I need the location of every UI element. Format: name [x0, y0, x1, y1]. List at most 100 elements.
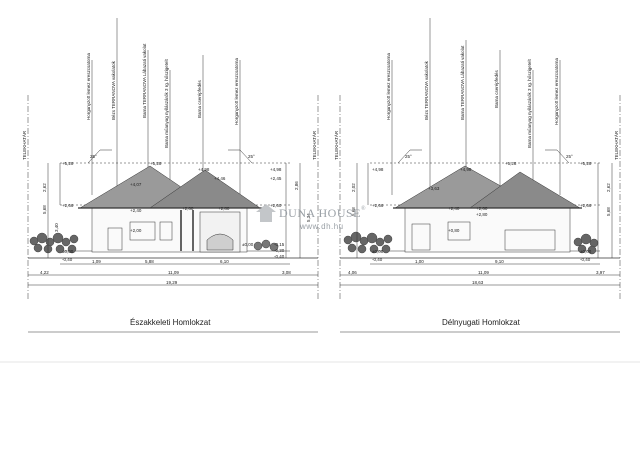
- level-label: ±0,00: [242, 242, 254, 247]
- callout-text: Horganyzott lemez ereszcsatorna: [554, 57, 559, 125]
- elevation-right: [339, 18, 621, 300]
- height-dim: 5,68: [351, 207, 356, 216]
- boundary-label: TELEKHATÁR: [333, 130, 339, 160]
- level-label: ±0,00: [62, 249, 74, 254]
- boundary-label: TELEKHATÁR: [613, 130, 619, 160]
- level-label: +5,28: [505, 161, 517, 166]
- width-dim: 4,22: [40, 270, 49, 275]
- callout-text: Horganyzott lemez ereszcsatorna: [234, 57, 239, 125]
- level-label: +4,98: [460, 167, 472, 172]
- elevation-caption-northeast: Északkeleti Homlokzat: [130, 318, 211, 327]
- height-dim: 2,62: [606, 183, 611, 192]
- callout-text: Barna cserépfedés: [494, 69, 499, 108]
- level-label: -0,40: [274, 254, 285, 259]
- hedge: [343, 231, 393, 254]
- roof-pitch: 25°: [248, 154, 255, 159]
- level-label: +2,45: [270, 176, 282, 181]
- level-label: +4,98: [270, 167, 282, 172]
- elevation-left: [27, 18, 319, 300]
- pitch-marker: [545, 149, 570, 164]
- hedge: [573, 233, 599, 255]
- level-label: +2,40: [448, 206, 460, 211]
- level-label: +2,60: [182, 206, 194, 211]
- height-dim: 5,68: [606, 207, 611, 216]
- width-dim: 4,06: [348, 270, 357, 275]
- roof-pitch: 25°: [566, 154, 573, 159]
- level-label: -0,40: [62, 257, 73, 262]
- watermark-registered: ®: [361, 206, 367, 212]
- width-dim: 3,97: [596, 270, 605, 275]
- window: [129, 221, 156, 241]
- width-dim: 6,10: [220, 259, 229, 264]
- boundary-label: TELEKHATÁR: [311, 130, 317, 160]
- height-dim: 2,02: [351, 183, 356, 192]
- level-label: ±0,00: [372, 249, 384, 254]
- level-label: +5,28: [580, 161, 592, 166]
- roof-pitch: 25°: [90, 154, 97, 159]
- level-label: +2,66: [580, 203, 592, 208]
- level-label: +2,66: [372, 203, 384, 208]
- width-dim: 11,09: [168, 270, 179, 275]
- level-label: -0,40: [372, 257, 383, 262]
- callout-text: Bézs TERRANOVA vakolatok: [424, 60, 429, 120]
- level-label: +2,60: [270, 203, 282, 208]
- watermark-brand: DUNA HOUSE®: [279, 206, 366, 221]
- level-label: +2,60: [476, 206, 488, 211]
- width-dim: 5,88: [145, 259, 154, 264]
- callout-text: Barna cserépfedés: [197, 79, 202, 118]
- level-label: -0,40: [580, 257, 591, 262]
- pitch-marker: [397, 149, 422, 164]
- window: [107, 227, 123, 251]
- level-label: +4,98: [198, 167, 210, 172]
- car-outline: [206, 233, 234, 251]
- terrace-window: [504, 229, 556, 251]
- level-label: +2,80: [218, 206, 230, 211]
- callout-text: Barna TERRANOVA Lábazati vakolat: [460, 45, 465, 120]
- pitch-marker: [87, 149, 112, 164]
- callout-text: Bézs TERRANOVA vakolatok: [111, 60, 116, 120]
- level-label: +4,98: [372, 167, 384, 172]
- height-dim: 2,62: [42, 183, 47, 192]
- height-dim: 3,40: [54, 223, 59, 232]
- level-label: +4,07: [130, 182, 142, 187]
- level-label: +0,80: [448, 228, 460, 233]
- level-label: +2,66: [62, 203, 74, 208]
- watermark-brand-text: DUNA HOUSE: [279, 206, 362, 220]
- boundary-label: TELEKHATÁR: [21, 130, 27, 160]
- window: [447, 221, 471, 241]
- window: [159, 221, 173, 241]
- level-label: -0,30: [274, 248, 285, 253]
- elevation-caption-southwest: Délnyugati Homlokzat: [442, 318, 520, 327]
- level-label: +2,00: [130, 228, 142, 233]
- level-label: ±0,00: [580, 249, 592, 254]
- width-dim: 3,08: [282, 270, 291, 275]
- total-dim: 18,63: [472, 280, 484, 285]
- width-dim: 11,09: [478, 270, 489, 275]
- callout-text: Horganyzott lemez ereszcsatorna: [86, 52, 91, 120]
- height-dim: 5,68: [42, 205, 47, 214]
- roof-pitch: 25°: [405, 154, 412, 159]
- callout-text: Barna műanyag nyílászárók 3 rg. hősziget…: [527, 58, 532, 148]
- level-label: -0,15: [274, 242, 285, 247]
- hedge: [253, 239, 279, 252]
- total-dim: 19,29: [166, 280, 178, 285]
- window: [411, 223, 431, 251]
- width-dim: 9,10: [495, 259, 504, 264]
- watermark-url: www.dh.hu: [300, 222, 344, 231]
- level-label: +4,46: [214, 176, 226, 181]
- callout-text: Horganyzott lemez ereszcsatorna: [386, 52, 391, 120]
- callout-text: Barna TERRANOVA Lábazati vakolat: [142, 43, 147, 118]
- width-dim: 1,00: [415, 259, 424, 264]
- width-dim: 1,09: [92, 259, 101, 264]
- callout-text: Barna műanyag nyílászárók 3 rg. hősziget…: [164, 58, 169, 148]
- duna-house-logo-icon: [256, 204, 276, 222]
- level-label: +2,80: [476, 212, 488, 217]
- level-label: +3,63: [428, 186, 440, 191]
- pitch-marker: [228, 149, 253, 164]
- level-label: +2,40: [130, 208, 142, 213]
- level-label: +5,28: [150, 161, 162, 166]
- height-dim: 5,34: [306, 213, 311, 222]
- height-dim: 2,86: [294, 181, 299, 190]
